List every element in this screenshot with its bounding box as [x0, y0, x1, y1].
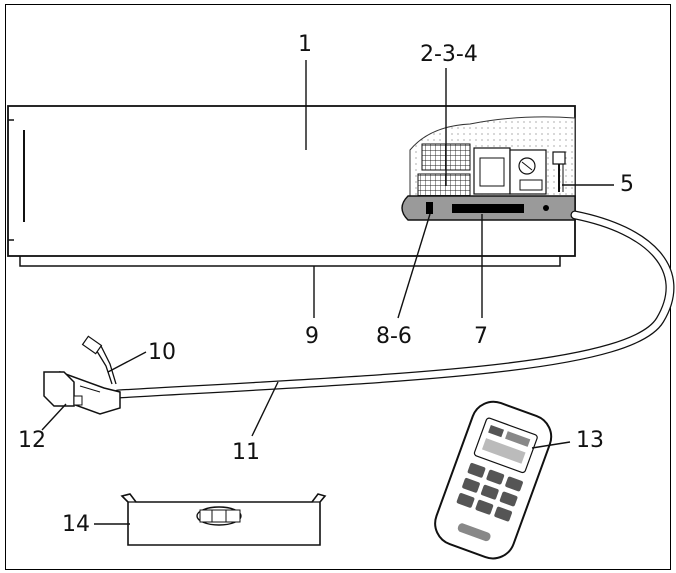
- label-7: 7: [474, 324, 488, 349]
- label-11: 11: [232, 440, 260, 465]
- leader-11: [251, 381, 279, 437]
- leader-lines: [41, 60, 614, 525]
- label-9: 9: [305, 324, 319, 349]
- indicator-dot: [543, 205, 549, 211]
- label-5: 5: [620, 172, 634, 197]
- label-8-6: 8-6: [376, 324, 412, 349]
- receiver-window: [426, 202, 433, 214]
- display-slot: [452, 204, 524, 213]
- leader-12: [41, 403, 67, 431]
- label-12: 12: [18, 428, 46, 453]
- control-panel-strip: [401, 195, 576, 221]
- label-10: 10: [148, 340, 176, 365]
- leader-13: [531, 441, 571, 449]
- label-2-3-4: 2-3-4: [420, 42, 478, 67]
- label-13: 13: [576, 428, 604, 453]
- leader-10: [107, 351, 147, 373]
- connecting-cable: [113, 210, 675, 399]
- plug-connector: [43, 335, 121, 415]
- label-1: 1: [298, 32, 312, 57]
- label-14: 14: [62, 512, 90, 537]
- remote-control: [434, 400, 553, 560]
- spirit-level: [120, 493, 327, 546]
- leader-8-6: [397, 213, 431, 319]
